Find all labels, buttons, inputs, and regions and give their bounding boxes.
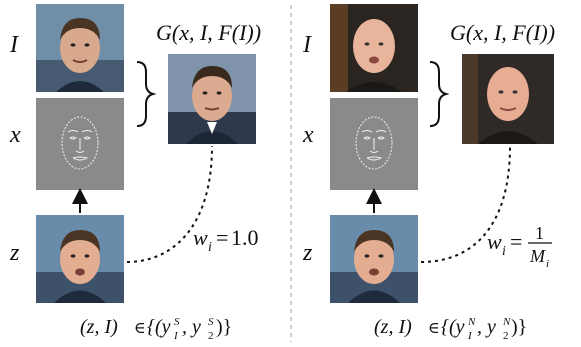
caption-sup1-right: N xyxy=(467,316,476,328)
weight-subscript-right: i xyxy=(502,244,506,259)
output-label-left: G(x, I, F(I)) xyxy=(156,20,261,45)
landmark-image-x-left xyxy=(36,98,124,190)
label-I-right: I xyxy=(302,32,312,58)
weight-denominator-sub-right: i xyxy=(546,258,549,270)
label-x-left: x xyxy=(9,122,21,148)
source-image-I-left xyxy=(36,4,124,92)
weight-denominator-right: M xyxy=(529,246,546,266)
label-I-left: I xyxy=(9,32,19,58)
output-image-right xyxy=(462,54,554,144)
caption-sup2-left: S xyxy=(208,316,214,328)
weight-equals-left: = xyxy=(216,225,228,250)
driver-image-z-right xyxy=(330,215,418,303)
caption-sup2-right: N xyxy=(502,316,511,328)
caption-right: (z, I) ∈ {(y N I , y N 2 )} xyxy=(374,316,527,342)
weight-formula-right: w i = 1 M i xyxy=(487,223,552,270)
driver-image-z-left xyxy=(36,215,124,303)
output-image-left xyxy=(168,54,256,144)
weight-symbol-right: w xyxy=(487,229,502,254)
label-z-left: z xyxy=(9,240,20,266)
caption-sup1-left: S xyxy=(174,316,180,328)
caption-sub2-left: 2 xyxy=(208,330,214,342)
weight-value-left: 1.0 xyxy=(231,225,259,250)
caption-set-left: {(y xyxy=(147,316,171,338)
caption-sub1-left: I xyxy=(173,330,179,342)
brace-right xyxy=(429,61,450,127)
caption-prefix-left: (z, I) xyxy=(80,316,118,338)
right-panel: I x z xyxy=(302,4,555,342)
caption-set-right: {(y xyxy=(441,316,465,338)
landmark-image-x-right xyxy=(330,98,418,190)
weight-formula-left: w i = 1.0 xyxy=(193,225,259,255)
weight-numerator-right: 1 xyxy=(535,223,544,243)
caption-sub1-right: I xyxy=(467,330,473,342)
caption-close-right: )} xyxy=(511,316,527,338)
caption-left: (z, I) ∈ {(y S I , y S 2 )} xyxy=(80,316,232,342)
label-x-right: x xyxy=(302,122,314,148)
left-panel: I x z xyxy=(9,4,261,342)
caption-close-left: )} xyxy=(216,316,232,338)
weight-symbol-left: w xyxy=(193,225,208,250)
output-label-right: G(x, I, F(I)) xyxy=(450,20,555,45)
source-image-I-right xyxy=(330,4,418,92)
caption-sep-right: , y xyxy=(477,316,496,338)
caption-member-right: ∈ xyxy=(428,320,440,337)
label-z-right: z xyxy=(302,240,313,266)
weight-connector-right xyxy=(420,145,511,263)
caption-sub2-right: 2 xyxy=(503,330,509,342)
weight-connector-left xyxy=(126,145,213,263)
caption-sep-left: , y xyxy=(182,316,201,338)
caption-member-left: ∈ xyxy=(134,320,146,337)
brace-left xyxy=(136,61,157,127)
weight-equals-right: = xyxy=(510,229,522,254)
caption-prefix-right: (z, I) xyxy=(374,316,412,338)
weight-subscript-left: i xyxy=(208,240,212,255)
